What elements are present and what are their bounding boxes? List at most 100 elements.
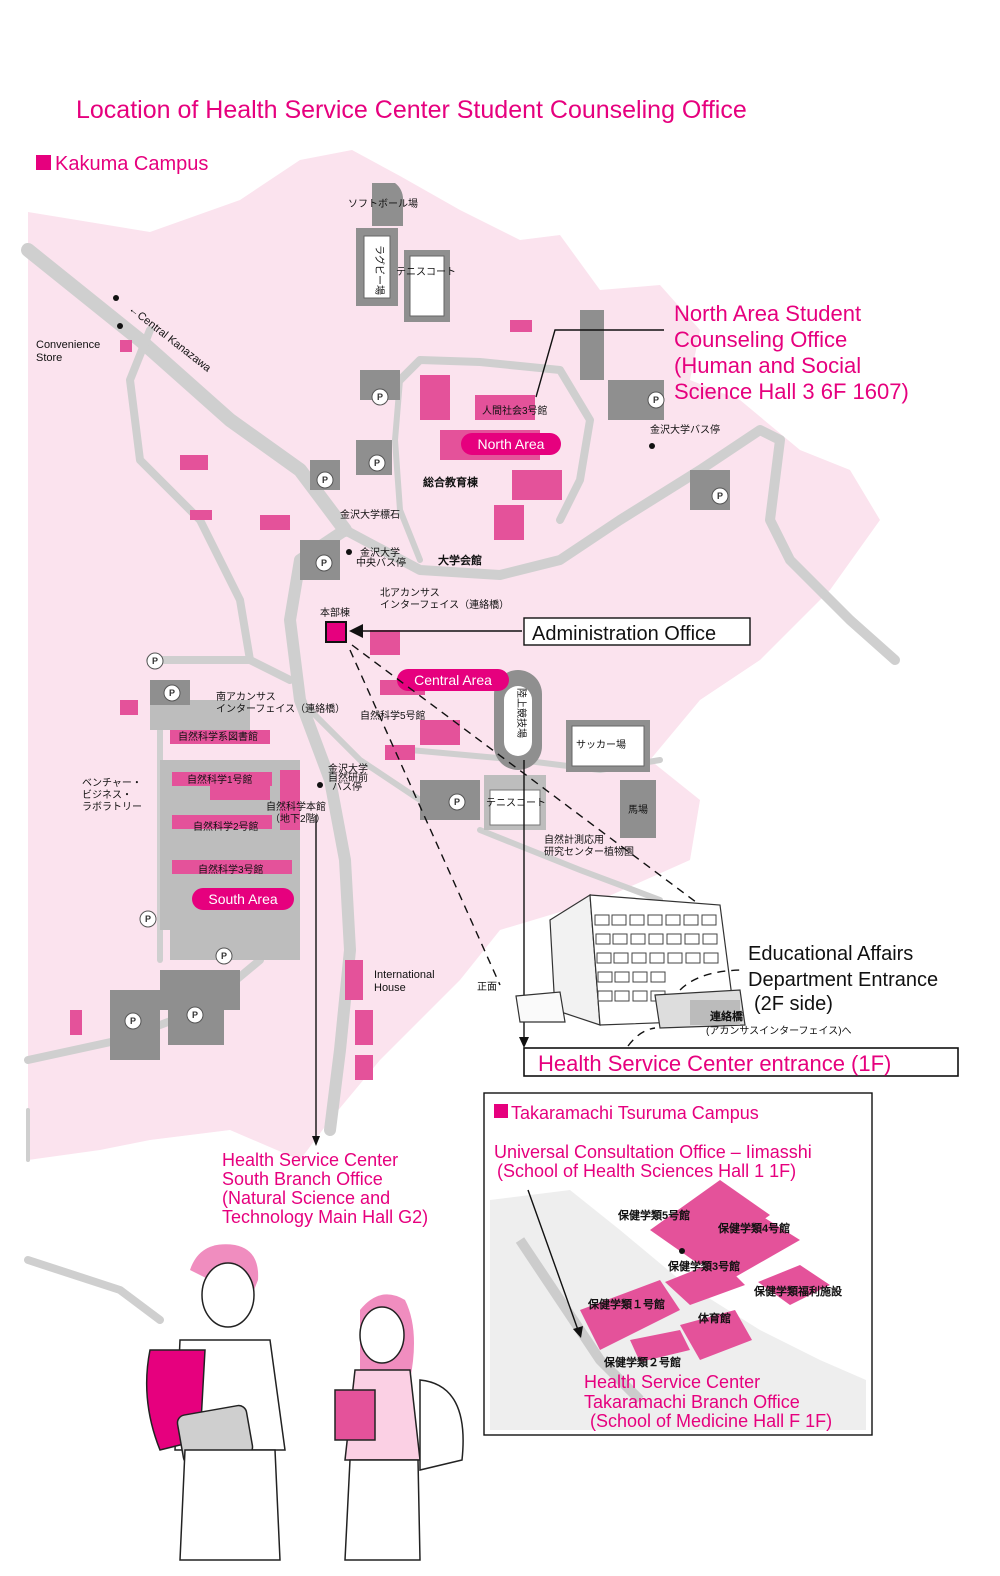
- svg-text:ラグビー場: ラグビー場: [373, 245, 386, 295]
- svg-text:自然科学1号館: 自然科学1号館: [187, 773, 253, 786]
- svg-text:（地下2階）: （地下2階）: [270, 812, 326, 825]
- svg-text:ベンチャー・: ベンチャー・: [82, 777, 142, 789]
- svg-text:P: P: [130, 1016, 136, 1026]
- svg-text:ソフトボール場: ソフトボール場: [348, 197, 418, 210]
- universal-office-sub: (School of Health Sciences Hall 1 1F): [497, 1161, 796, 1181]
- bus-stop-icons: [113, 295, 655, 788]
- svg-text:自然計測応用: 自然計測応用: [544, 833, 604, 846]
- north-callout: North Area Student Counseling Office (Hu…: [674, 301, 909, 404]
- bridge-label-sub: (アカンサスインターフェイス)へ: [706, 1025, 852, 1037]
- parking-markers: P P P P P P P P P P P P P: [124, 388, 729, 1030]
- svg-text:馬場: 馬場: [628, 803, 648, 816]
- svg-text:自然科学2号館: 自然科学2号館: [193, 820, 259, 833]
- svg-text:House: House: [374, 982, 406, 994]
- sports-facilities: [110, 183, 730, 1060]
- hsc-entrance-pointer: [627, 1027, 656, 1047]
- svg-text:P: P: [169, 688, 175, 698]
- universal-office-label: Universal Consultation Office – Iimasshi: [494, 1142, 812, 1162]
- central-area-label: Central Area: [414, 672, 492, 688]
- svg-text:South Branch Office: South Branch Office: [222, 1169, 383, 1189]
- svg-text:ビジネス・: ビジネス・: [82, 789, 132, 801]
- svg-text:Technology Main Hall G2): Technology Main Hall G2): [222, 1207, 428, 1227]
- takaramachi-map: [490, 1180, 866, 1430]
- svg-text:金沢大学: 金沢大学: [328, 762, 368, 775]
- svg-text:総合教育棟: 総合教育棟: [423, 475, 479, 489]
- female-student-illustration: [334, 1294, 464, 1561]
- edu-entrance-pointer: [679, 969, 746, 991]
- north-area-label: North Area: [478, 436, 545, 452]
- svg-text:テニスコート: テニスコート: [486, 798, 546, 809]
- map-labels: ソフトボール場 ラグビー場 テニスコート 人間社会3号館 総合教育棟 金沢大学標…: [36, 197, 720, 994]
- front-label: 正面: [477, 982, 497, 993]
- universal-pointer-line: [527, 1189, 579, 1331]
- svg-text:Department Entrance: Department Entrance: [748, 969, 938, 991]
- svg-text:バス停: バス停: [332, 780, 362, 793]
- universal-arrow-icon: [573, 1326, 583, 1338]
- svg-text:保健学類福利施設: 保健学類福利施設: [753, 1284, 843, 1298]
- svg-text:本部棟: 本部棟: [320, 606, 350, 619]
- svg-text:金沢大学標石: 金沢大学標石: [340, 508, 400, 521]
- svg-text:International: International: [374, 969, 435, 981]
- south-arrow-icon: [312, 1136, 320, 1146]
- building-zoom-line-left: [349, 649, 501, 986]
- svg-text:人間社会3号館: 人間社会3号館: [482, 404, 548, 417]
- svg-text:大学会館: 大学会館: [438, 553, 482, 567]
- south-area-pill: [192, 888, 294, 910]
- svg-text:P: P: [145, 914, 151, 924]
- admin-arrow-icon: [349, 624, 363, 638]
- svg-text:Convenience: Convenience: [36, 339, 100, 351]
- svg-text:インターフェイス（連絡橋）: インターフェイス（連絡橋）: [216, 702, 345, 715]
- kakuma-heading-square-icon: [36, 155, 51, 170]
- svg-text:自然科学3号館: 自然科学3号館: [198, 863, 264, 876]
- north-area-pill: [461, 433, 561, 455]
- honbu-building[interactable]: [325, 621, 347, 643]
- svg-text:Educational Affairs: Educational Affairs: [748, 943, 913, 965]
- svg-text:(School of Medicine Hall F 1F): (School of Medicine Hall F 1F): [590, 1411, 832, 1431]
- hsc-entrance-box[interactable]: [523, 1047, 959, 1077]
- svg-text:P: P: [321, 558, 327, 568]
- svg-text:保健学類4号館: 保健学類4号館: [717, 1221, 790, 1235]
- male-student-illustration: [145, 1244, 286, 1561]
- svg-text:インターフェイス（連絡橋）: インターフェイス（連絡橋）: [380, 598, 509, 611]
- svg-text:北アカンサス: 北アカンサス: [380, 587, 440, 599]
- building-zoom-line-right: [351, 644, 721, 921]
- takaramachi-branch-callout: Health Service Center Takaramachi Branch…: [584, 1372, 832, 1431]
- svg-text:自然科学本館: 自然科学本館: [266, 800, 326, 813]
- svg-text:P: P: [377, 392, 383, 402]
- svg-text:自然科学5号館: 自然科学5号館: [360, 709, 426, 722]
- svg-text:P: P: [221, 951, 227, 961]
- svg-text:体育館: 体育館: [698, 1311, 731, 1325]
- hsc-entrance-label: Health Service Center entrance (1F): [538, 1051, 891, 1076]
- takaramachi-heading-square-icon: [494, 1104, 508, 1118]
- svg-text:保健学類5号館: 保健学類5号館: [617, 1208, 690, 1222]
- takaramachi-heading: Takaramachi Tsuruma Campus: [511, 1103, 759, 1123]
- south-area-label: South Area: [208, 891, 277, 907]
- svg-text:P: P: [653, 395, 659, 405]
- svg-text:Health Service Center: Health Service Center: [222, 1150, 398, 1170]
- svg-text:ラボラトリー: ラボラトリー: [82, 801, 142, 813]
- takaramachi-labels: 保健学類5号館 保健学類4号館 保健学類3号館 保健学類福利施設 保健学類１号館…: [587, 1208, 843, 1369]
- admin-building-illustration: [515, 893, 746, 1029]
- svg-text:P: P: [454, 797, 460, 807]
- svg-text:Takaramachi Branch Office: Takaramachi Branch Office: [584, 1392, 800, 1412]
- svg-text:陸上競技場: 陸上競技場: [515, 688, 528, 738]
- admin-office-label: Administration Office: [532, 623, 716, 645]
- kakuma-heading: Kakuma Campus: [55, 153, 208, 175]
- admin-office-box[interactable]: [523, 617, 751, 646]
- svg-text:P: P: [152, 656, 158, 666]
- svg-text:P: P: [322, 475, 328, 485]
- south-callout: Health Service Center South Branch Offic…: [222, 1150, 428, 1227]
- svg-text:研究センター植物園: 研究センター植物園: [544, 845, 634, 858]
- hsc-arrow-icon: [519, 1037, 529, 1048]
- svg-text:南アカンサス: 南アカンサス: [216, 690, 276, 703]
- svg-text:テニスコート: テニスコート: [396, 267, 456, 278]
- svg-text:保健学類3号館: 保健学類3号館: [667, 1259, 740, 1273]
- svg-text:Science Hall 3 6F 1607): Science Hall 3 6F 1607): [674, 379, 909, 404]
- svg-text:中央バス停: 中央バス停: [356, 556, 406, 569]
- central-area-pill: [397, 669, 509, 691]
- svg-text:サッカー場: サッカー場: [576, 738, 626, 751]
- svg-text:Health Service Center: Health Service Center: [584, 1372, 760, 1392]
- bridge-label: 連絡橋: [710, 1009, 744, 1023]
- svg-text:自然研前: 自然研前: [328, 771, 368, 784]
